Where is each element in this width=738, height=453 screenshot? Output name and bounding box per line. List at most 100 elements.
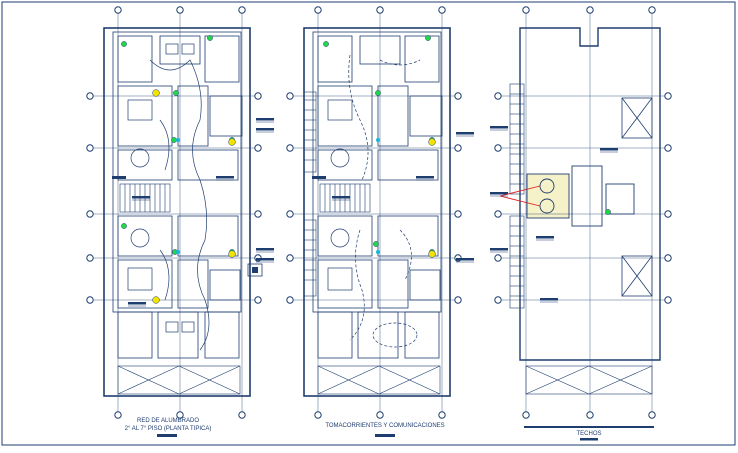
plan1-caption-scale-bar	[157, 434, 177, 437]
plan2-balcony	[317, 365, 441, 395]
grid-bubble	[454, 296, 462, 304]
section-label-bar	[312, 176, 326, 179]
grid-bubble	[494, 144, 502, 152]
switch-marker	[176, 138, 180, 142]
annotation-tag-bar	[540, 298, 558, 301]
annotation-tag-bar	[600, 148, 618, 151]
roof-side-ladders	[509, 83, 525, 309]
light-fixture-marker	[323, 41, 329, 47]
panel-board-symbol	[247, 263, 263, 277]
light-fixture-marker	[373, 241, 379, 247]
plan2-circuits	[348, 54, 421, 348]
outlet-marker	[428, 250, 436, 258]
grid-bubble	[86, 92, 94, 100]
grid-bubble	[454, 210, 462, 218]
switch-marker	[376, 138, 380, 142]
plan2-caption-scale-bar	[375, 434, 395, 437]
annotation-tag-bar	[490, 192, 508, 195]
plan2-side-ladders	[303, 91, 317, 297]
grid-bubble	[254, 210, 262, 218]
grid-bubble	[522, 6, 530, 14]
grid-bubble	[286, 296, 294, 304]
plan3-caption-scale-bar	[580, 438, 598, 441]
roof-outline	[519, 27, 661, 361]
grid-bubble	[664, 92, 672, 100]
grid-bubble	[86, 254, 94, 262]
annotation-tag-bar	[490, 248, 508, 251]
light-fixture-marker	[425, 35, 431, 41]
outlet-marker	[428, 138, 436, 146]
electrical-device-markers	[121, 35, 611, 304]
grid-bubble	[586, 6, 594, 14]
grid-bubble	[454, 144, 462, 152]
grid-bubble	[664, 144, 672, 152]
outlet-marker	[152, 89, 160, 97]
grid-bubble	[522, 411, 530, 419]
light-fixture-marker	[605, 209, 611, 215]
lighting-plan	[90, 12, 258, 415]
outlets-plan	[290, 12, 458, 415]
plan3-caption-line1: TECHOS	[576, 431, 601, 437]
grid-bubble	[176, 6, 184, 14]
plan2-axes	[290, 12, 458, 415]
grid-bubble	[494, 296, 502, 304]
plan1-caption-line2: 2° AL 7° PISO (PLANTA TIPICA)	[125, 426, 212, 432]
grid-bubble	[86, 144, 94, 152]
grid-bubble	[86, 296, 94, 304]
light-fixture-marker	[207, 35, 213, 41]
grid-axis-bubbles	[86, 6, 672, 419]
grid-bubble	[286, 254, 294, 262]
annotation-tag-bar	[256, 128, 274, 131]
plan2-outer-wall	[303, 27, 451, 397]
grid-bubble	[86, 210, 94, 218]
annotation-tag-bar	[256, 248, 274, 251]
roof-plan	[498, 12, 668, 415]
grid-bubble	[494, 210, 502, 218]
annotation-tag-bar	[128, 302, 146, 305]
plan2-furniture	[327, 99, 353, 291]
grid-bubble	[114, 411, 122, 419]
grid-bubble	[254, 296, 262, 304]
plan1-circuits	[149, 59, 210, 351]
grid-bubble	[286, 210, 294, 218]
plan1-outer-wall	[103, 27, 251, 397]
plan1-axes	[90, 12, 258, 415]
outlet-marker	[228, 138, 236, 146]
grid-bubble	[238, 411, 246, 419]
grid-bubble	[648, 6, 656, 14]
light-fixture-marker	[121, 41, 127, 47]
annotation-tag-bar	[132, 196, 150, 199]
switch-marker	[176, 250, 180, 254]
annotation-tag-bar	[490, 126, 508, 129]
grid-bubble	[438, 6, 446, 14]
outlet-marker	[228, 250, 236, 258]
grid-bubble	[664, 296, 672, 304]
light-fixture-marker	[171, 137, 177, 143]
roof-balcony	[525, 365, 653, 395]
light-fixture-marker	[173, 90, 179, 96]
grid-bubble	[454, 92, 462, 100]
annotation-tag-bar	[256, 258, 274, 261]
grid-bubble	[664, 254, 672, 262]
section-label-bar	[112, 176, 126, 179]
grid-bubble	[586, 411, 594, 419]
grid-bubble	[494, 254, 502, 262]
grid-bubble	[286, 92, 294, 100]
annotation-tags	[112, 118, 618, 307]
annotation-tag-bar	[456, 132, 474, 135]
grid-bubble	[314, 6, 322, 14]
grid-bubble	[376, 6, 384, 14]
plan1-balcony	[117, 365, 241, 395]
annotation-tag-bar	[416, 176, 434, 179]
grid-bubble	[314, 411, 322, 419]
outlet-marker	[152, 296, 160, 304]
plan2-caption-line1: TOMACORRIENTES Y COMUNICACIONES	[325, 423, 444, 429]
grid-bubble	[438, 411, 446, 419]
plan1-caption: RED DE ALUMBRADO 2° AL 7° PISO (PLANTA T…	[125, 418, 212, 437]
annotation-tag-bar	[536, 236, 554, 239]
grid-bubble	[254, 144, 262, 152]
annotation-tag-bar	[456, 258, 474, 261]
grid-bubble	[494, 92, 502, 100]
annotation-tag-bar	[332, 196, 350, 199]
